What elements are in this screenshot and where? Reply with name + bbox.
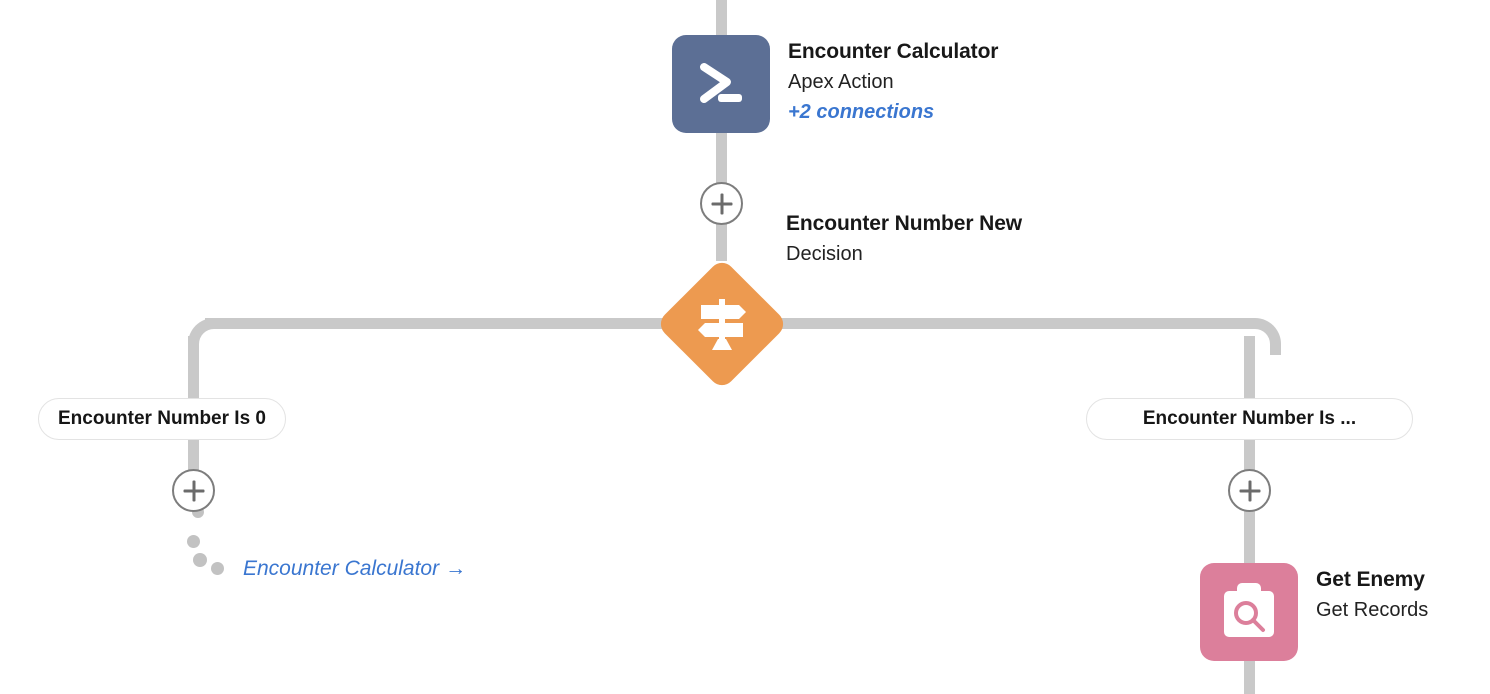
add-element-right-branch[interactable] (1228, 469, 1271, 512)
node-get-records[interactable]: Get Enemy Get Records (1200, 563, 1428, 661)
node-apex-action[interactable]: Encounter Calculator Apex Action +2 conn… (672, 35, 998, 133)
dangling-trail-dot (193, 553, 207, 567)
dangling-trail-dot (211, 562, 224, 575)
decision-text-block: Encounter Number New Decision (786, 207, 1022, 269)
apex-action-text-block: Encounter Calculator Apex Action +2 conn… (788, 35, 998, 127)
connector-decision-left-horizontal (205, 318, 670, 329)
signpost-icon (698, 299, 746, 350)
branch-label-left[interactable]: Encounter Number Is 0 (38, 398, 286, 440)
connector-left-stub-below-pill (188, 440, 199, 482)
dangling-trail-dot (187, 535, 200, 548)
get-records-title: Get Enemy (1316, 568, 1425, 591)
branch-label-right[interactable]: Encounter Number Is ... (1086, 398, 1413, 440)
apex-action-subtitle: Apex Action (788, 71, 894, 93)
get-records-icon-tile[interactable] (1200, 563, 1298, 661)
get-records-subtitle: Get Records (1316, 599, 1429, 621)
connector-right-vertical-to-pill (1244, 336, 1255, 398)
get-records-text-block: Get Enemy Get Records (1316, 563, 1428, 625)
apex-action-title: Encounter Calculator (788, 40, 999, 63)
add-element-below-apex-action[interactable] (700, 182, 743, 225)
add-element-left-branch[interactable] (172, 469, 215, 512)
apex-action-icon-tile[interactable] (672, 35, 770, 133)
arrow-right-icon: → (445, 557, 467, 580)
connector-left-vertical-to-pill (188, 336, 199, 398)
connector-below-get-records (1244, 660, 1255, 694)
decision-title: Encounter Number New (786, 212, 1023, 235)
terminal-prompt-icon (700, 63, 742, 103)
connector-top-incoming (716, 0, 727, 36)
dangling-connector-label: Encounter Calculator (243, 557, 440, 580)
connector-decision-right-horizontal (775, 318, 1245, 329)
apex-action-connections-link[interactable]: +2 connections (788, 101, 935, 123)
clipboard-search-icon (1224, 583, 1274, 637)
node-decision[interactable] (655, 257, 789, 391)
connector-right-elbow (1244, 318, 1281, 355)
decision-subtitle: Decision (786, 243, 863, 265)
dangling-connector-link[interactable]: Encounter Calculator→ (243, 557, 466, 581)
